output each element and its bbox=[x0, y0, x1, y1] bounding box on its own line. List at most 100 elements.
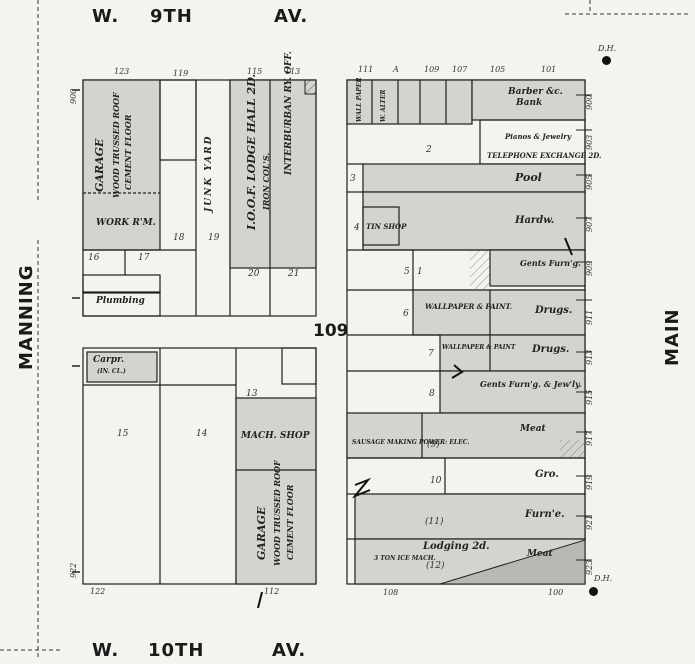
label-bank: Bank bbox=[516, 98, 543, 108]
label-ioof-cols: IRON COL'S. bbox=[261, 152, 271, 210]
label-work-room: WORK R'M. bbox=[96, 218, 156, 228]
block-number: 109 bbox=[313, 321, 349, 341]
lot-number: 15 bbox=[117, 429, 129, 439]
label-wallpaper2: WALLPAPER & PAINT bbox=[442, 344, 516, 351]
address-label: 900 bbox=[585, 94, 594, 110]
label-carpr: Carpr. bbox=[93, 355, 125, 365]
address-label: 100 bbox=[548, 588, 564, 597]
lot-number: 18 bbox=[173, 233, 185, 243]
address-label: 107 bbox=[452, 65, 468, 74]
address-label: 923 bbox=[585, 559, 594, 575]
lot-number: 6 bbox=[403, 309, 409, 319]
lot-number: 17 bbox=[138, 253, 150, 263]
label-wall-store: W. ALTER bbox=[380, 89, 387, 122]
address-label: 913 bbox=[585, 349, 594, 365]
lot-number: 2 bbox=[426, 145, 432, 155]
main-street-ticks bbox=[576, 94, 592, 561]
lot-number: 19 bbox=[208, 233, 220, 243]
street-top-suffix: AV. bbox=[274, 6, 309, 27]
label-pool: Pool bbox=[515, 171, 542, 184]
address-label: 115 bbox=[247, 67, 263, 76]
lot-number: 14 bbox=[196, 429, 208, 439]
address-label: 909 bbox=[585, 260, 594, 276]
hatch-details bbox=[304, 79, 586, 585]
address-label: 922 bbox=[69, 562, 78, 578]
lot-number: (9) bbox=[427, 440, 440, 450]
label-meat2: Meat bbox=[527, 549, 553, 559]
edge-marks bbox=[72, 89, 80, 573]
lot-number: (12) bbox=[426, 561, 445, 571]
address-label: 111 bbox=[358, 65, 374, 74]
lot-number: 16 bbox=[88, 253, 100, 263]
label-furn: Furn'e. bbox=[525, 509, 565, 520]
address-label: 113 bbox=[285, 67, 301, 76]
west-block-top bbox=[82, 79, 317, 317]
lot-number: 8 bbox=[429, 389, 435, 399]
label-tin-shop: TIN SHOP bbox=[366, 222, 407, 231]
address-label: 123 bbox=[114, 67, 130, 76]
address-label: 907 bbox=[585, 216, 594, 232]
label-ice-mach: 3 TON ICE MACH. bbox=[374, 555, 436, 562]
hydrant-label: D.H. bbox=[598, 44, 617, 53]
label-mach-shop: MACH. SHOP bbox=[241, 431, 310, 441]
street-bottom-suffix: AV. bbox=[272, 640, 307, 661]
address-label: A bbox=[393, 65, 399, 74]
lot-number: 5 bbox=[404, 267, 410, 277]
lot-number: 13 bbox=[246, 389, 258, 399]
lot-number: 1 bbox=[417, 267, 423, 277]
label-drugs1: Drugs. bbox=[535, 305, 573, 316]
address-label: 108 bbox=[383, 588, 399, 597]
hydrant-marker-icon bbox=[602, 56, 611, 65]
label-telephone: TELEPHONE EXCHANGE 2D. bbox=[487, 151, 602, 160]
address-label: 905 bbox=[585, 174, 594, 190]
address-label: 119 bbox=[173, 69, 189, 78]
street-left-name: MANNING bbox=[16, 264, 37, 370]
label-gents2: Gents Furn'g. & Jew'ly. bbox=[480, 379, 582, 389]
address-label: 915 bbox=[585, 389, 594, 405]
label-meat1: Meat bbox=[520, 424, 546, 434]
street-top-name: 9TH bbox=[150, 6, 193, 27]
lot-number: (11) bbox=[425, 517, 444, 527]
address-label: 122 bbox=[90, 587, 106, 596]
lot-number: 3 bbox=[350, 174, 356, 184]
label-garage-top-floor: CEMENT FLOOR bbox=[123, 114, 133, 190]
address-label: 919 bbox=[585, 474, 594, 490]
label-sausage: SAUSAGE MAKING POWER: ELEC. bbox=[352, 439, 470, 446]
direction-marks bbox=[257, 237, 573, 609]
label-jewelry: Pianos & Jewelry bbox=[505, 132, 572, 141]
label-garage-bottom-floor: CEMENT FLOOR bbox=[285, 484, 295, 560]
label-gro: Gro. bbox=[535, 469, 559, 480]
address-label: 921 bbox=[585, 514, 594, 530]
label-garage-top-roof: WOOD TRUSSED ROOF bbox=[111, 92, 121, 198]
lot-number: 10 bbox=[430, 476, 442, 486]
label-garage-bottom-roof: WOOD TRUSSED ROOF bbox=[272, 460, 282, 566]
address-label: 101 bbox=[541, 65, 557, 74]
lot-number: 20 bbox=[248, 269, 260, 279]
lot-number: 21 bbox=[288, 269, 300, 279]
address-label: 105 bbox=[490, 65, 506, 74]
label-drugs2: Drugs. bbox=[532, 344, 570, 355]
label-hardw: Hardw. bbox=[515, 215, 555, 226]
street-top-prefix: W. bbox=[92, 6, 120, 27]
label-garage-top: GARAGE bbox=[93, 138, 106, 192]
street-bottom-name: 10TH bbox=[148, 640, 205, 661]
address-label: 911 bbox=[585, 309, 594, 325]
hydrant-label: D.H. bbox=[594, 574, 613, 583]
lot-number: 7 bbox=[428, 349, 434, 359]
street-bottom-prefix: W. bbox=[92, 640, 120, 661]
label-carpr-note: (IN. CL.) bbox=[97, 368, 126, 375]
label-lodging: Lodging 2d. bbox=[423, 541, 490, 552]
label-wallpaper: WALLPAPER & PAINT. bbox=[425, 302, 513, 311]
address-label: 109 bbox=[424, 65, 440, 74]
address-label: 903 bbox=[585, 134, 594, 150]
label-gents1: Gents Furn'g. bbox=[520, 258, 581, 268]
address-label: 917 bbox=[585, 430, 594, 446]
label-junk-yard: JUNK YARD bbox=[204, 134, 214, 212]
label-garage-bottom: GARAGE bbox=[255, 506, 268, 560]
label-wall-paper: WALL PAPER bbox=[356, 77, 363, 122]
address-label: 900 bbox=[69, 88, 78, 104]
street-right-name: MAIN bbox=[662, 308, 683, 366]
label-barber: Barber &c. bbox=[508, 87, 563, 97]
lot-number: 4 bbox=[354, 223, 360, 233]
